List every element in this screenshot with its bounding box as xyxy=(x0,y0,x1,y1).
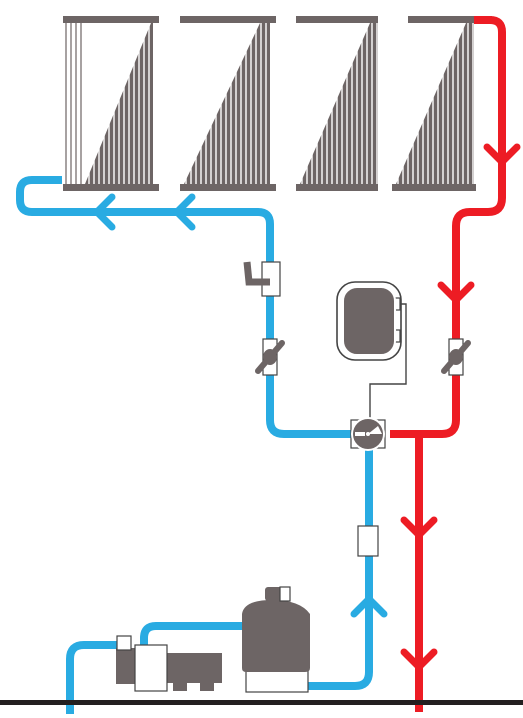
solar-collector-icon xyxy=(392,16,492,191)
chevron-left-icon xyxy=(173,193,196,231)
chevron-down-icon xyxy=(400,516,438,539)
cold-supply-line xyxy=(16,176,373,714)
chevron-down-icon xyxy=(437,281,475,304)
solar-collector-icon xyxy=(296,16,378,191)
valve-icon xyxy=(441,338,471,376)
flow-arrows xyxy=(93,143,521,671)
solar-collector-icon xyxy=(180,16,276,191)
chevron-down-icon xyxy=(400,648,438,671)
ground-line xyxy=(0,700,523,705)
valve-icon xyxy=(255,338,285,376)
chevron-down-icon xyxy=(483,143,521,166)
filter-icon xyxy=(242,586,310,693)
controller-icon xyxy=(336,281,407,420)
motorized-valve-icon xyxy=(350,417,386,451)
sensor-fitting xyxy=(357,525,379,557)
solar-collector-array xyxy=(63,16,492,191)
solar-collector-icon xyxy=(63,16,159,191)
chevron-left-icon xyxy=(93,193,116,231)
chevron-up-icon xyxy=(350,595,388,618)
pump-icon xyxy=(116,635,222,692)
vacuum-breaker-icon xyxy=(243,261,281,297)
